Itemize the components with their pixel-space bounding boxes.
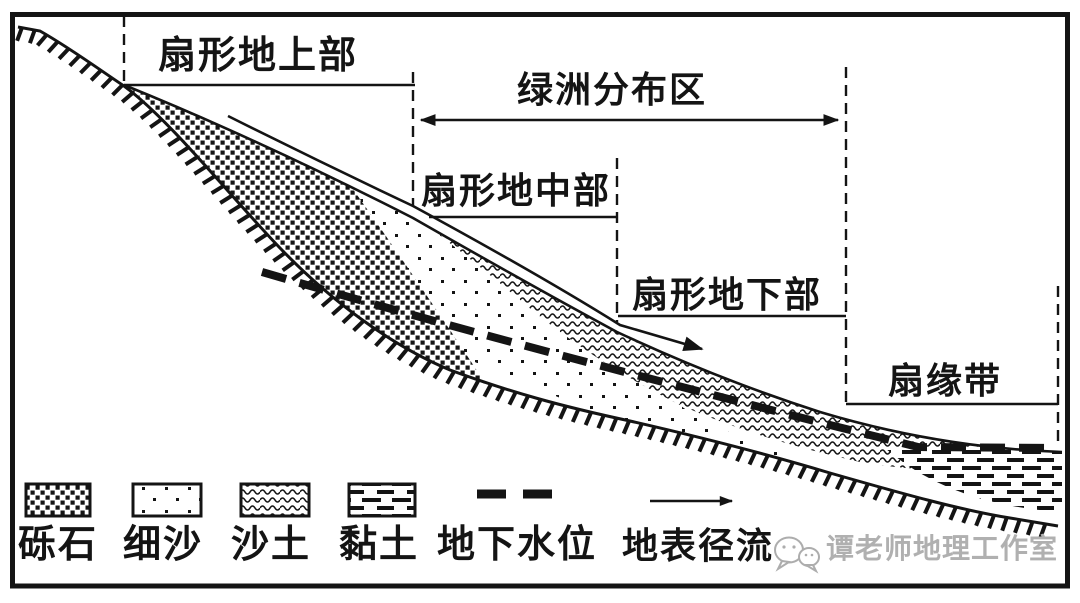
surface-runoff-arrow — [227, 114, 704, 352]
legend-sandy-soil-swatch — [239, 482, 311, 518]
legend-label-surface-runoff: 地表径流 — [622, 526, 775, 566]
legend-label-clay: 黏土 — [339, 524, 420, 566]
legend-label-water-table: 地下水位 — [437, 524, 598, 566]
sandy-soil-region — [430, 228, 1062, 470]
label-rules — [124, 83, 1058, 406]
zone-boundary-dashed-lines — [122, 16, 1060, 448]
watermark-logo chat-bubbles-icon — [774, 536, 820, 574]
watermark-text: 谭老师地理工作室 — [826, 534, 1059, 565]
label-fan-lower: 扇形地下部 — [632, 275, 823, 315]
label-fan-middle: 扇形地中部 — [421, 171, 612, 211]
label-fan-upper: 扇形地上部 — [158, 35, 359, 77]
clay-region — [885, 448, 1062, 512]
legend-swatches — [24, 482, 417, 518]
legend-gravel-swatch — [24, 482, 92, 518]
legend-label-fine-sand: 细沙 — [123, 524, 204, 566]
label-fan-edge: 扇缘带 — [888, 361, 1003, 401]
groundwater-table-line — [260, 268, 1059, 452]
legend-clay-swatch — [347, 482, 417, 518]
legend-label-sandy-soil: 沙土 — [231, 524, 312, 566]
bedrock-hatching — [15, 27, 1048, 538]
diagram-frame — [10, 12, 1070, 589]
fan-surface-line — [123, 83, 1063, 454]
legend-fine-sand-swatch — [131, 482, 203, 518]
legend-label-gravel: 砾石 — [18, 524, 99, 566]
label-oasis-zone: 绿洲分布区 — [517, 70, 708, 110]
